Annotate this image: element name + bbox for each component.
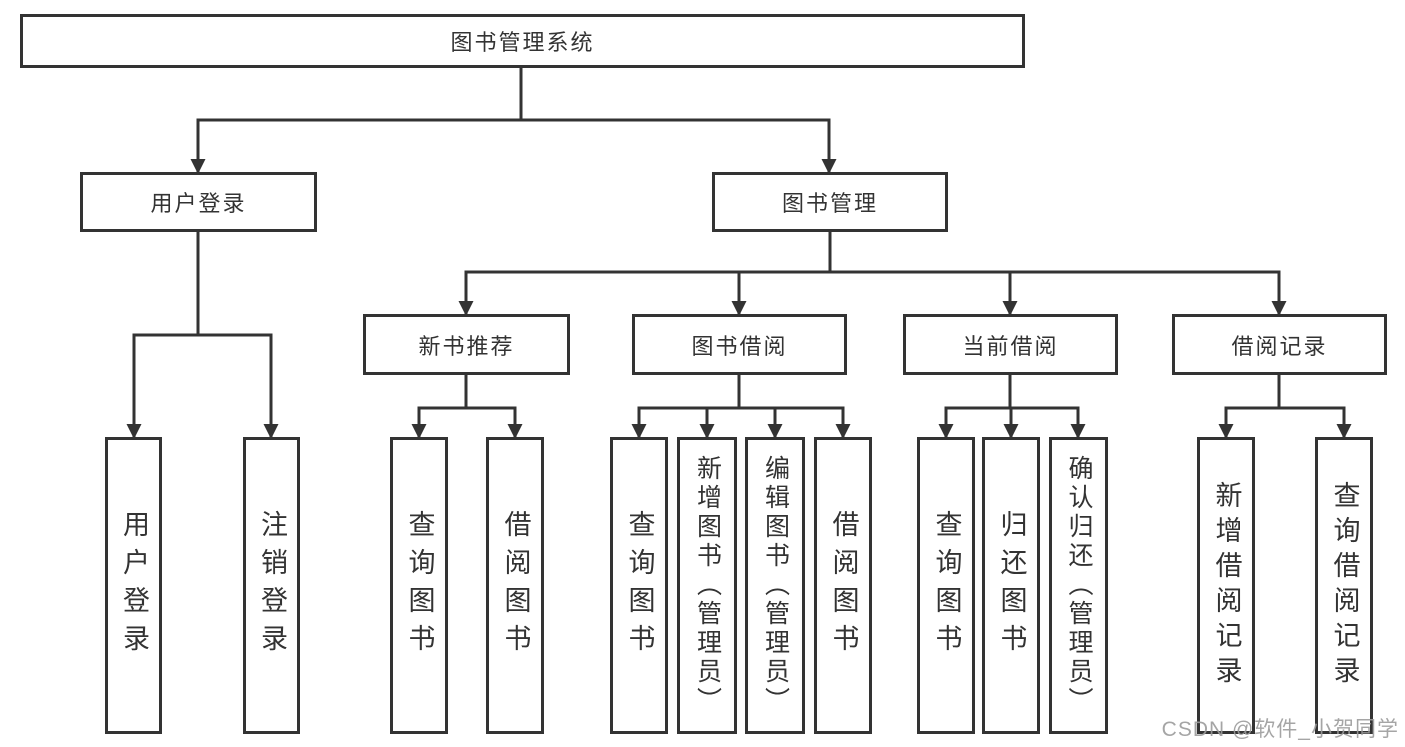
leaf-borrow-books-recommend: 借阅图书 (486, 437, 544, 734)
leaf-borrow-books-label: 借阅图书 (828, 509, 859, 662)
leaf-return-books-label: 归还图书 (996, 509, 1027, 662)
node-book-management: 图书管理 (712, 172, 948, 232)
node-book-borrow: 图书借阅 (632, 314, 847, 375)
leaf-query-books-borrow: 查询图书 (610, 437, 668, 734)
node-new-book-recommend-label: 新书推荐 (418, 333, 515, 359)
leaf-user-login: 用户登录 (105, 437, 162, 734)
leaf-query-books-current-label: 查询图书 (931, 509, 962, 662)
leaf-logout-label: 注销登录 (257, 509, 287, 662)
leaf-add-borrow-record: 新增借阅记录 (1197, 437, 1255, 734)
node-book-borrow-label: 图书借阅 (691, 333, 788, 359)
node-current-borrow-label: 当前借阅 (962, 333, 1059, 359)
leaf-borrow-books-recommend-label: 借阅图书 (500, 509, 531, 662)
node-borrow-records-label: 借阅记录 (1231, 333, 1328, 359)
node-user-login: 用户登录 (80, 172, 317, 232)
leaf-edit-books-admin: 编辑图书（管理员） (745, 437, 805, 734)
leaf-query-books-current: 查询图书 (917, 437, 975, 734)
node-user-login-label: 用户登录 (150, 191, 247, 216)
leaf-query-books-recommend: 查询图书 (390, 437, 448, 734)
node-borrow-records: 借阅记录 (1172, 314, 1387, 375)
node-book-management-label: 图书管理 (781, 191, 878, 216)
leaf-add-books-admin-label: 新增图书（管理员） (693, 455, 722, 716)
node-new-book-recommend: 新书推荐 (363, 314, 570, 375)
leaf-add-borrow-record-label: 新增借阅记录 (1211, 480, 1242, 691)
leaf-add-books-admin: 新增图书（管理员） (677, 437, 737, 734)
node-current-borrow: 当前借阅 (903, 314, 1118, 375)
leaf-logout: 注销登录 (243, 437, 300, 734)
leaf-return-books: 归还图书 (982, 437, 1040, 734)
node-root: 图书管理系统 (20, 14, 1025, 68)
node-root-label: 图书管理系统 (450, 30, 595, 55)
leaf-query-books-borrow-label: 查询图书 (624, 509, 655, 662)
leaf-edit-books-admin-label: 编辑图书（管理员） (761, 455, 790, 716)
leaf-confirm-return-admin-label: 确认归还（管理员） (1065, 455, 1093, 716)
leaf-query-books-recommend-label: 查询图书 (404, 509, 435, 662)
leaf-confirm-return-admin: 确认归还（管理员） (1049, 437, 1108, 734)
leaf-user-login-label: 用户登录 (119, 509, 149, 662)
leaf-borrow-books: 借阅图书 (814, 437, 872, 734)
watermark: CSDN @软件_小贺同学 (1161, 718, 1399, 741)
leaf-query-borrow-record-label: 查询借阅记录 (1329, 480, 1360, 691)
leaf-query-borrow-record: 查询借阅记录 (1315, 437, 1373, 734)
